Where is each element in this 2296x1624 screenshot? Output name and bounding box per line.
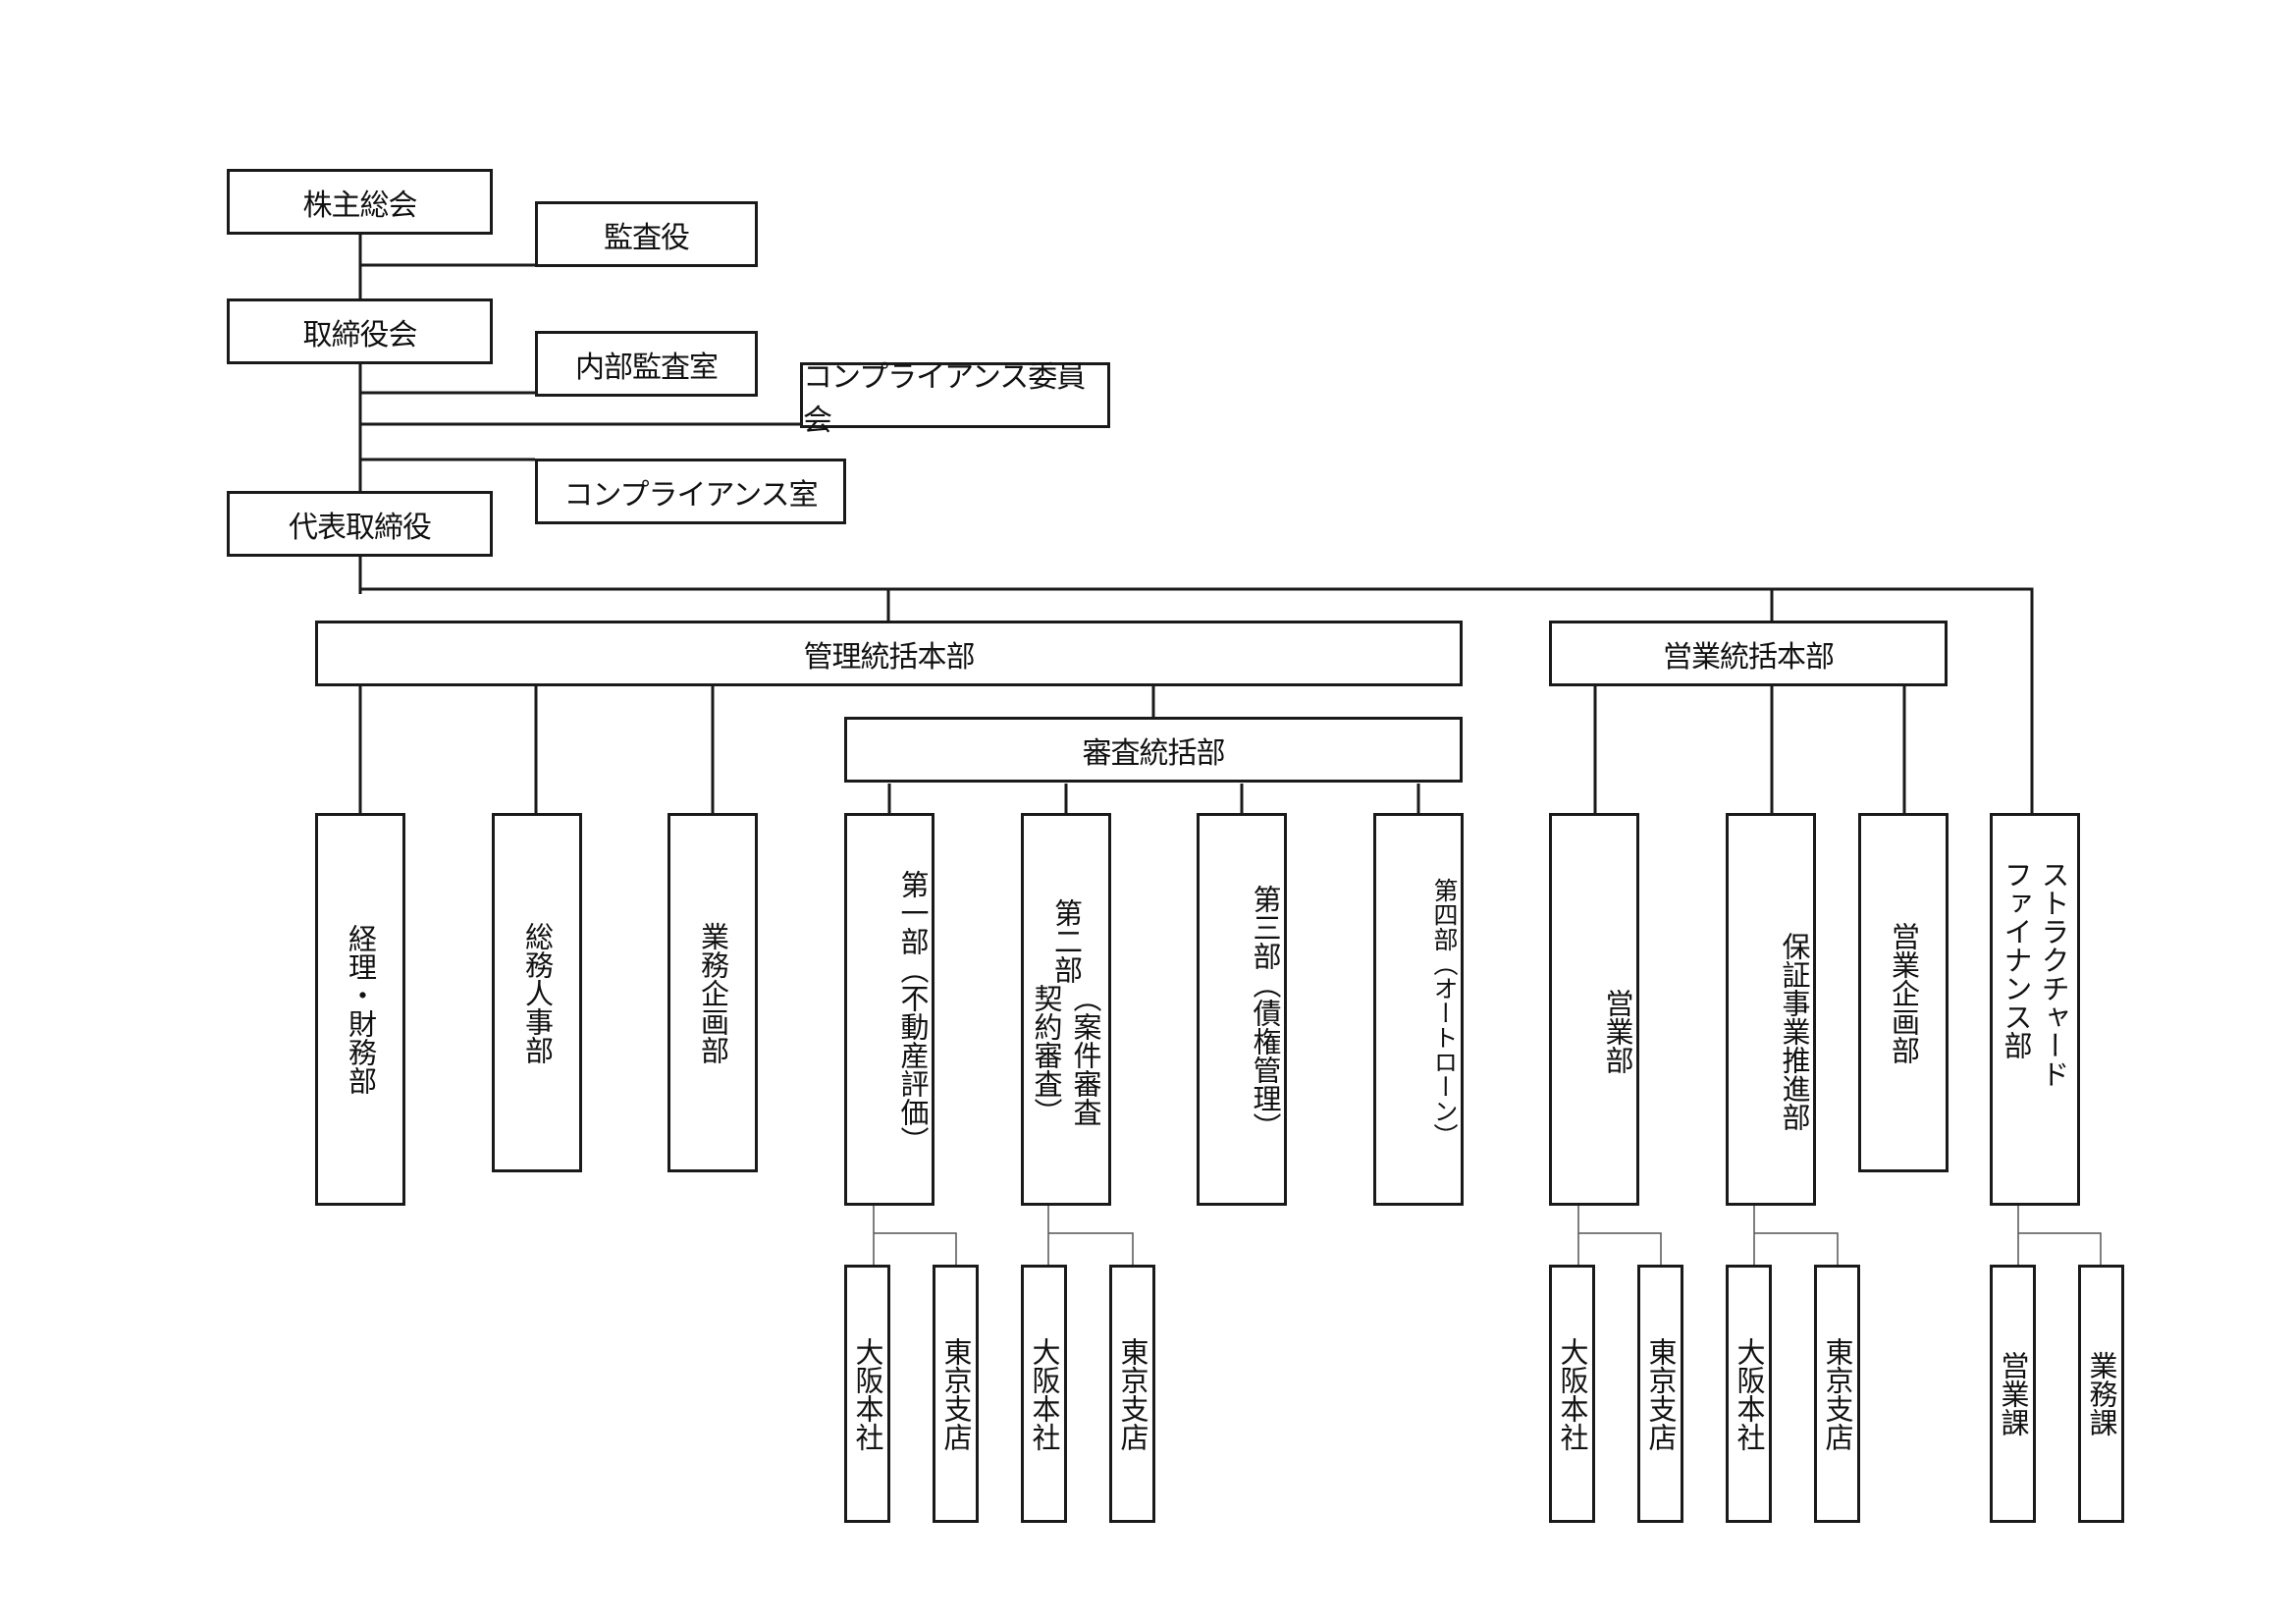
review-hq-box: 審査統括部 [844, 717, 1463, 783]
guarantee-business-dept-box: 保証事業推進部 [1726, 813, 1816, 1206]
internal-audit-office-box: 内部監査室 [535, 331, 758, 397]
osaka-head-office-box: 大阪本社 [1726, 1265, 1772, 1523]
auditor-box: 監査役 [535, 201, 758, 267]
review-dept-2-sub-line2: 契約審査） [1030, 984, 1063, 1126]
sales-dept-box: 営業部 [1549, 813, 1639, 1206]
structured-finance-label: ストラクチャード ファイナンス部 [1999, 860, 2071, 1203]
review-dept-2-title: 第二部 [1049, 898, 1084, 984]
structured-finance-line1: ストラクチャード [2037, 860, 2070, 1088]
review-dept-3-box: 第三部（債権管理） [1197, 813, 1287, 1206]
review-dept-2-subtitle: （案件審査 契約審査） [1030, 984, 1102, 1126]
shareholders-meeting-box: 株主総会 [227, 169, 493, 235]
osaka-head-office-box: 大阪本社 [1021, 1265, 1067, 1523]
osaka-head-office-box: 大阪本社 [844, 1265, 890, 1523]
president-box: 代表取締役 [227, 491, 493, 557]
business-section-box: 業務課 [2078, 1265, 2124, 1523]
tokyo-branch-box: 東京支店 [1637, 1265, 1683, 1523]
board-of-directors-box: 取締役会 [227, 298, 493, 364]
sales-planning-dept-box: 営業企画部 [1858, 813, 1949, 1172]
sales-hq-box: 営業統括本部 [1549, 621, 1948, 686]
review-dept-2-box: 第二部 （案件審査 契約審査） [1021, 813, 1111, 1206]
compliance-office-box: コンプライアンス室 [535, 459, 846, 524]
review-dept-4-box: 第四部（オートローン） [1373, 813, 1464, 1206]
structured-finance-line2: ファイナンス部 [2000, 860, 2033, 1059]
compliance-committee-box: コンプライアンス委員会 [800, 360, 1110, 438]
osaka-head-office-box: 大阪本社 [1549, 1265, 1595, 1523]
review-dept-1-box: 第一部（不動産評価） [844, 813, 934, 1206]
structured-finance-dept-box: ストラクチャード ファイナンス部 [1990, 813, 2080, 1206]
business-planning-dept-box: 業務企画部 [667, 813, 758, 1172]
admin-hq-box: 管理統括本部 [315, 621, 1463, 686]
general-affairs-hr-dept-box: 総務人事部 [492, 813, 582, 1172]
review-dept-2-sub-line1: （案件審査 [1069, 984, 1102, 1126]
tokyo-branch-box: 東京支店 [1109, 1265, 1155, 1523]
tokyo-branch-box: 東京支店 [1814, 1265, 1860, 1523]
accounting-finance-dept-box: 経理・財務部 [315, 813, 405, 1206]
tokyo-branch-box: 東京支店 [933, 1265, 979, 1523]
sales-section-box: 営業課 [1990, 1265, 2036, 1523]
